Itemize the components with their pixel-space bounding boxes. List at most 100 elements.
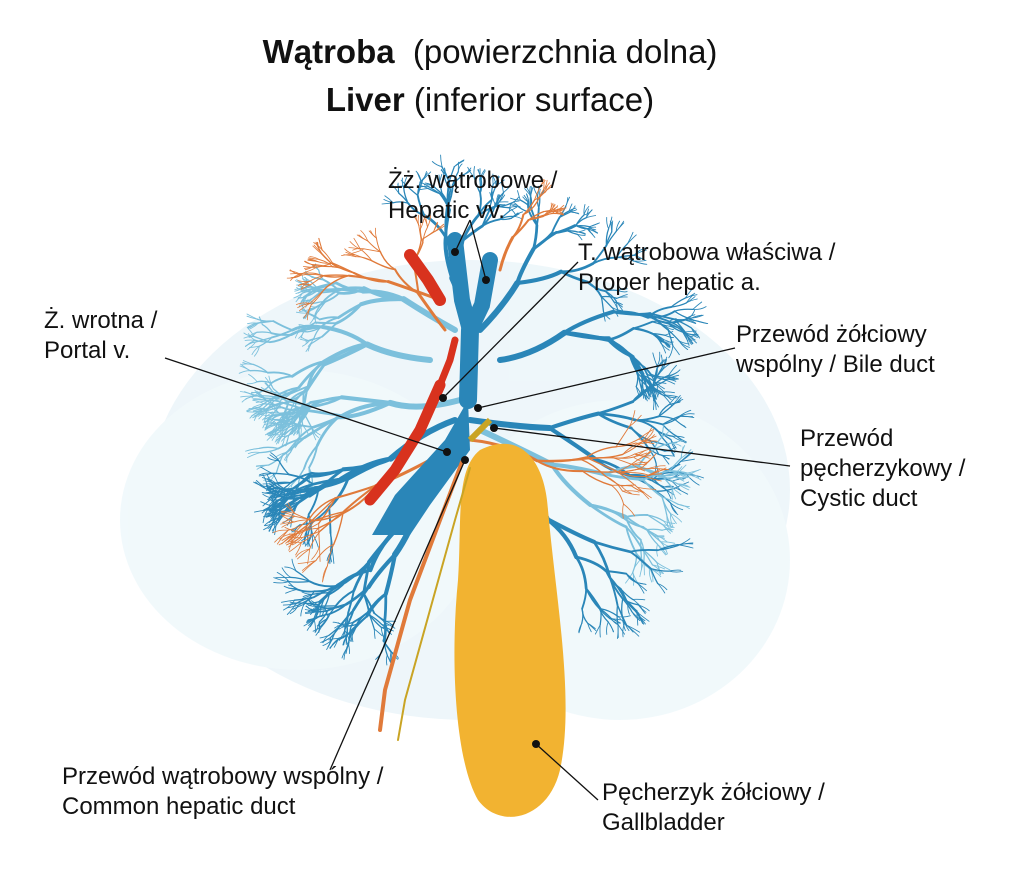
vessel-branch — [606, 216, 610, 230]
vessel-branch — [535, 459, 584, 473]
vessel-branch — [508, 207, 516, 215]
vessel-branch — [263, 423, 277, 426]
vessel-branch — [300, 527, 319, 534]
vessel-branch — [629, 414, 642, 427]
vessel-branch — [289, 604, 299, 615]
vessel-branch — [305, 343, 312, 352]
vessel-branch — [675, 487, 689, 495]
vessel-branch — [622, 598, 639, 606]
vessel-branch — [477, 192, 482, 217]
vessel-branch — [279, 391, 305, 405]
vessel-branch — [515, 269, 564, 286]
vessel-branch — [403, 177, 408, 189]
vessel-branch — [238, 370, 251, 374]
vessel-branch — [360, 230, 369, 242]
vessel-branch — [298, 522, 320, 533]
vessel-branch — [549, 202, 552, 211]
vessel-branch — [288, 580, 311, 583]
vessel-branch — [288, 473, 315, 486]
vessel-branch — [434, 225, 445, 232]
vessel-branch — [308, 444, 319, 469]
vessel-branch — [624, 515, 642, 541]
vessel-branch — [319, 593, 330, 605]
vessel-branch — [683, 314, 696, 321]
vessel-branch — [321, 322, 338, 338]
vessel-branch — [417, 292, 447, 332]
vessel-branch — [419, 187, 429, 191]
hepatic-veins-vessel — [447, 232, 498, 409]
pointer-dots — [439, 248, 540, 748]
vessel-branch — [275, 451, 288, 458]
vessel-branch — [281, 436, 306, 456]
vessel-branch — [668, 457, 682, 472]
vessel-branch — [488, 203, 499, 212]
vessel-branch — [603, 465, 640, 476]
vessel-branch — [309, 395, 344, 404]
vessel-branch — [661, 391, 675, 394]
vessel-branch — [656, 358, 667, 369]
vessel-branch — [660, 541, 676, 544]
vessel-branch — [686, 469, 700, 474]
vessel-branch — [287, 389, 308, 404]
vessel-branch — [259, 447, 280, 454]
vessel-branch — [246, 327, 255, 338]
vessel-branch — [247, 331, 258, 338]
vessel-branch — [286, 516, 293, 526]
vessel-branch — [492, 197, 496, 205]
vessel-branch — [309, 609, 318, 616]
vessel-branch — [271, 431, 281, 441]
vessel-branch — [638, 438, 655, 445]
vessel-branch — [305, 279, 311, 288]
vessel-branch — [637, 604, 650, 612]
vessel-branch — [427, 185, 441, 195]
vessel-branch — [256, 320, 274, 324]
vessel-branch — [292, 425, 300, 436]
vessel-branch — [639, 386, 643, 398]
vessel-branch — [394, 268, 420, 295]
vessel-branch — [328, 637, 340, 641]
vessel-branch — [535, 456, 588, 463]
vessel-branch — [646, 514, 665, 522]
vessel-branch — [308, 284, 320, 292]
vessel-branch — [629, 550, 652, 570]
vessel-branch — [246, 313, 259, 320]
vessel-branch — [304, 611, 316, 614]
vessel-branch — [680, 415, 695, 419]
vessel-branch — [292, 486, 316, 504]
vessel-branch — [684, 289, 693, 299]
vessel-branch — [615, 254, 635, 259]
vessel-branch — [306, 290, 320, 293]
vessel-branch — [384, 195, 394, 204]
vessel-branch — [303, 267, 316, 273]
vessel-branch — [543, 187, 551, 194]
vessel-branch — [650, 567, 670, 572]
vessel-branch — [662, 394, 677, 399]
vessel-branch — [379, 251, 396, 271]
vessel-branch — [400, 296, 458, 333]
vessel-branch — [303, 444, 319, 470]
vessel-branch — [661, 415, 682, 426]
vessel-branch — [441, 165, 450, 183]
vessel-branch — [526, 187, 532, 197]
vessel-branch — [310, 335, 323, 345]
vessel-branch — [353, 237, 361, 250]
vessel-branch — [644, 476, 662, 482]
vessel-branch — [578, 622, 583, 634]
vessel-branch — [415, 170, 422, 182]
vessel-branch — [656, 561, 671, 571]
vessel-branch — [568, 207, 577, 212]
vessel-branch — [477, 280, 521, 333]
vessel-branch — [309, 291, 321, 301]
label-cystic-duct: Przewód pęcherzykowy / Cystic duct — [800, 424, 965, 514]
vessel-branch — [570, 211, 580, 215]
vessel-branch — [662, 338, 669, 348]
vessel-branch — [607, 621, 615, 632]
vessel-branch — [550, 216, 561, 235]
vessel-branch — [290, 576, 311, 583]
vessel-branch — [636, 582, 646, 585]
vessel-branch — [281, 567, 292, 578]
label-bile-duct-line1: Przewód żółciowy — [736, 321, 927, 348]
vessel-branch — [289, 532, 301, 543]
vessel-branch — [587, 622, 592, 633]
vessel-branch — [272, 320, 294, 332]
